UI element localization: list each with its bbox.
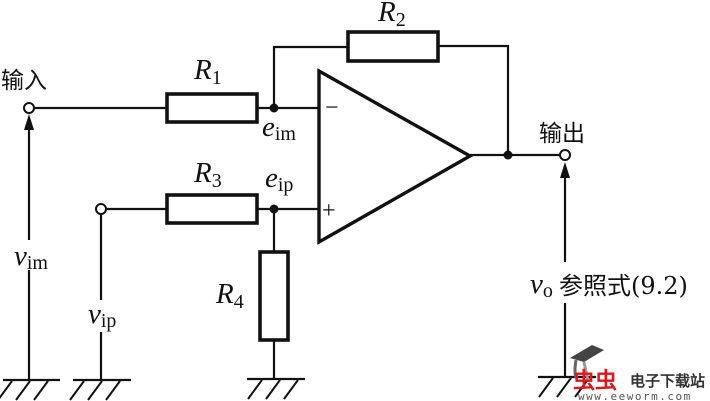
r3-label-sub: 3 xyxy=(212,170,222,192)
inverting-sign: − xyxy=(325,95,339,121)
e-ip-label: eip xyxy=(265,162,293,196)
r4-label: R4 xyxy=(215,278,244,313)
v-im-label: vim xyxy=(14,240,48,274)
ground-symbol-r4 xyxy=(247,377,305,400)
v-o-note: 参照式(9.2) xyxy=(559,272,688,300)
v-im-main: v xyxy=(14,240,27,272)
resistor-r2 xyxy=(346,30,440,63)
resistor-r3 xyxy=(165,193,259,225)
wire-feedback-left xyxy=(272,45,348,108)
node-output xyxy=(503,150,513,160)
vip-terminal xyxy=(95,203,107,215)
r2-label-main: R xyxy=(377,0,396,28)
v-im-sub: im xyxy=(27,252,49,274)
r1-label-sub: 1 xyxy=(212,67,222,89)
output-label: 输出 xyxy=(539,121,585,147)
watermark: 虫虫 电子下载站 www.eeworm.com xyxy=(570,345,705,401)
watermark-logo: 虫虫 xyxy=(573,368,617,394)
v-o-label: vo xyxy=(530,268,553,302)
v-o-sub: o xyxy=(543,280,553,302)
e-ip-main: e xyxy=(265,162,278,194)
v-ip-main: v xyxy=(88,298,101,330)
e-im-sub: im xyxy=(275,123,297,145)
resistor-r4 xyxy=(258,250,290,342)
r2-label: R2 xyxy=(377,0,406,31)
op-amp xyxy=(317,68,474,245)
r3-label-main: R xyxy=(193,157,212,189)
e-im-main: e xyxy=(262,111,275,143)
ground-symbol-vim xyxy=(0,378,60,401)
vo-arrow-icon xyxy=(560,162,570,178)
v-ip-label: vip xyxy=(88,298,116,332)
noninverting-sign: + xyxy=(322,198,336,224)
resistor-r1 xyxy=(165,92,259,124)
input-label: 输入 xyxy=(1,68,47,94)
v-o-main: v xyxy=(530,268,543,300)
r2-label-sub: 2 xyxy=(396,9,406,31)
r3-label: R3 xyxy=(193,157,222,192)
graduation-cap-icon xyxy=(570,345,604,381)
r1-label-main: R xyxy=(193,54,212,86)
input-terminal xyxy=(23,102,35,114)
e-im-label: eim xyxy=(262,111,296,145)
r4-label-sub: 4 xyxy=(234,291,244,313)
e-ip-sub: ip xyxy=(278,174,294,196)
v-ip-sub: ip xyxy=(101,310,117,332)
watermark-url: www.eeworm.com xyxy=(578,390,692,401)
r1-label: R1 xyxy=(193,54,222,89)
r4-label-main: R xyxy=(215,278,234,310)
ground-symbol-vip xyxy=(69,378,131,401)
output-terminal xyxy=(559,149,571,161)
wire-feedback-right xyxy=(438,44,510,155)
vim-arrow-icon xyxy=(24,114,34,130)
watermark-site-name: 电子下载站 xyxy=(630,372,705,390)
